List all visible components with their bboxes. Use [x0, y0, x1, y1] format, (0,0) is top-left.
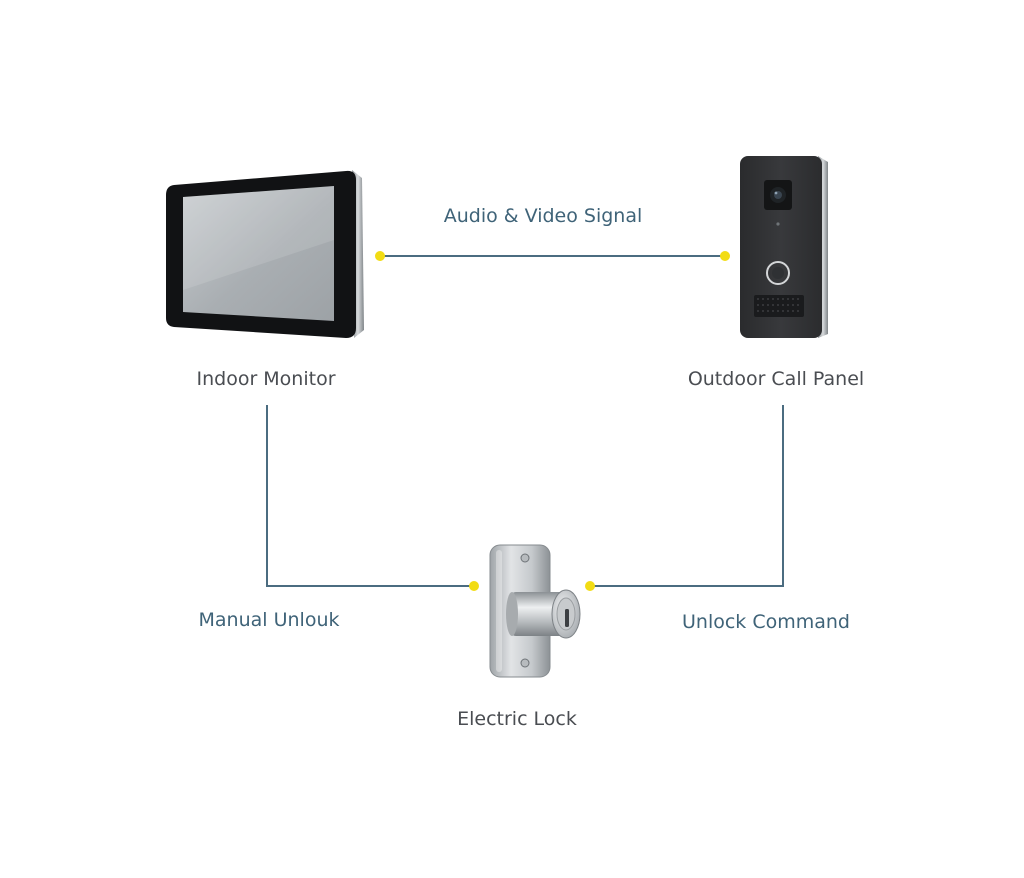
connector-lines [266, 255, 784, 587]
unlock-command-label: Unlock Command [682, 611, 850, 633]
call-button-icon [766, 261, 790, 285]
connector-dots [375, 251, 730, 591]
screw-icon [520, 553, 530, 563]
doorbell-panel-icon [740, 156, 828, 338]
connector-dot [375, 251, 385, 261]
manual-unlock-line [266, 405, 474, 587]
indoor-monitor-label: Indoor Monitor [196, 368, 336, 390]
manual-unlock-label: Manual Unlouk [198, 609, 340, 631]
unlock-command-line [590, 405, 784, 587]
connector-dot [469, 581, 479, 591]
speaker-grille-icon [754, 295, 804, 317]
screw-icon [520, 658, 530, 668]
indoor-monitor-icon [166, 170, 364, 338]
cylinder-lock-icon [489, 544, 581, 678]
audio-video-label: Audio & Video Signal [443, 205, 643, 227]
connector-dot [585, 581, 595, 591]
electric-lock-label: Electric Lock [457, 708, 577, 730]
connector-dot [720, 251, 730, 261]
keyhole-icon [565, 609, 569, 627]
outdoor-call-panel-label: Outdoor Call Panel [687, 368, 865, 390]
